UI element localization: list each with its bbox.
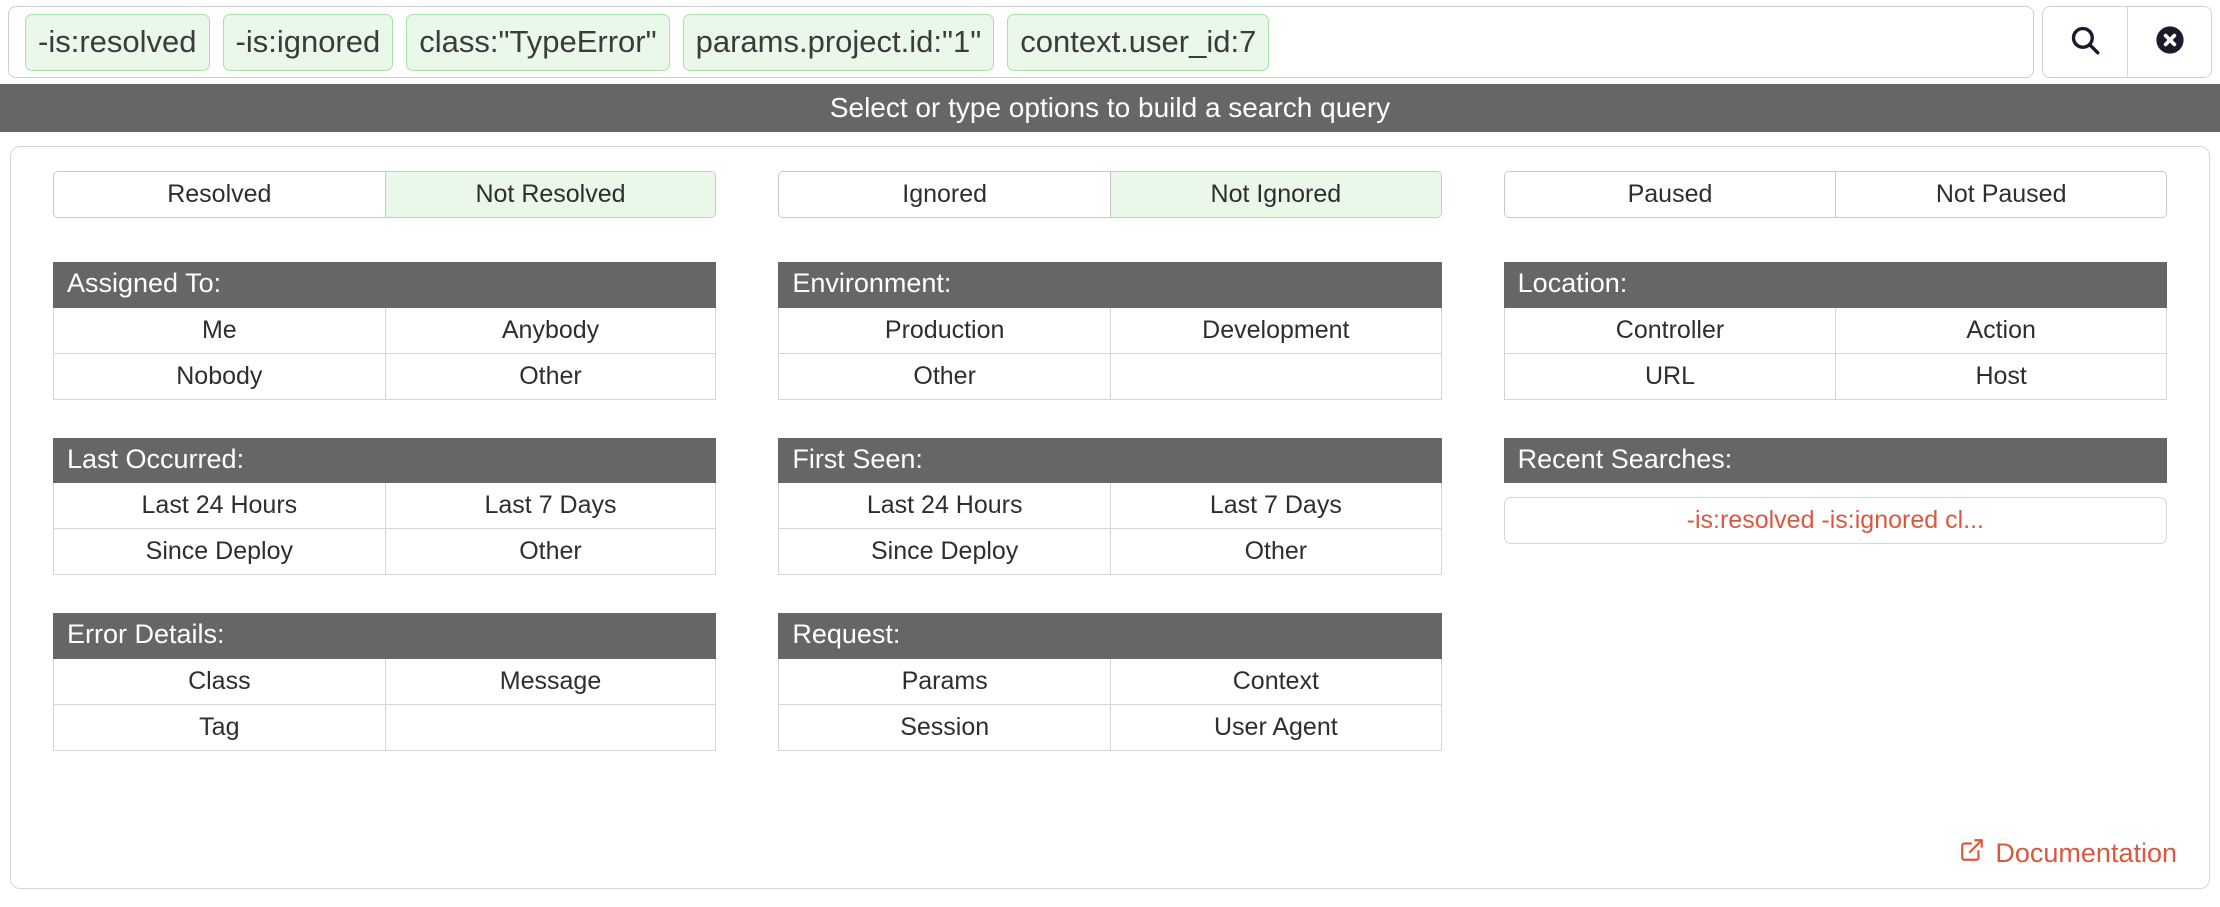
- section-recent-searches: Recent Searches: -is:resolved -is:ignored…: [1503, 437, 2167, 545]
- option-action[interactable]: Action: [1835, 307, 2166, 353]
- section-header: Environment:: [778, 262, 1442, 308]
- option-params[interactable]: Params: [779, 659, 1110, 705]
- option-since-deploy[interactable]: Since Deploy: [779, 529, 1110, 575]
- search-button[interactable]: [2043, 7, 2127, 77]
- toggle-ignored[interactable]: Ignored: [779, 172, 1110, 217]
- option-last-24-hours[interactable]: Last 24 Hours: [779, 483, 1110, 529]
- prompt-header: Select or type options to build a search…: [0, 84, 2220, 132]
- section-header: Last Occurred:: [53, 437, 717, 484]
- search-token[interactable]: class:"TypeError": [406, 13, 670, 71]
- option-controller[interactable]: Controller: [1504, 307, 1836, 353]
- search-token[interactable]: context.user_id:7: [1007, 13, 1270, 71]
- section-header: Recent Searches:: [1503, 437, 2167, 484]
- toggle-not-paused[interactable]: Not Paused: [1835, 172, 2166, 217]
- option-cell-empty: [1110, 353, 1441, 399]
- section-header: Location:: [1503, 262, 2167, 308]
- option-other[interactable]: Other: [1110, 529, 1441, 575]
- documentation-label: Documentation: [1995, 838, 2177, 868]
- option-last-24-hours[interactable]: Last 24 Hours: [54, 483, 385, 529]
- search-icon: [2068, 23, 2102, 62]
- external-link-icon: [1959, 837, 1985, 870]
- toggle-not-resolved[interactable]: Not Resolved: [384, 172, 716, 217]
- option-last-7-days[interactable]: Last 7 Days: [1110, 483, 1441, 529]
- option-user-agent[interactable]: User Agent: [1110, 705, 1441, 751]
- option-other[interactable]: Other: [384, 529, 716, 575]
- clear-search-button[interactable]: [2127, 7, 2211, 77]
- toggle-not-ignored[interactable]: Not Ignored: [1110, 172, 1441, 217]
- option-other[interactable]: Other: [779, 353, 1110, 399]
- option-tag[interactable]: Tag: [54, 705, 385, 751]
- clear-circle-icon: [2153, 23, 2187, 62]
- option-class[interactable]: Class: [54, 659, 385, 705]
- option-since-deploy[interactable]: Since Deploy: [54, 529, 385, 575]
- option-context[interactable]: Context: [1110, 659, 1441, 705]
- option-other[interactable]: Other: [384, 353, 716, 399]
- section-header: First Seen:: [778, 437, 1442, 484]
- option-cell-empty: [384, 705, 716, 751]
- toggle-paused[interactable]: Paused: [1504, 172, 1836, 217]
- toggle-resolved[interactable]: Resolved: [54, 172, 385, 217]
- recent-searches-list: -is:resolved -is:ignored cl...: [1503, 497, 2167, 545]
- documentation-link[interactable]: Documentation: [1959, 837, 2177, 870]
- option-message[interactable]: Message: [384, 659, 716, 705]
- search-token[interactable]: params.project.id:"1": [682, 13, 995, 71]
- section-header: Error Details:: [53, 613, 717, 660]
- search-token[interactable]: -is:ignored: [222, 13, 394, 71]
- option-session[interactable]: Session: [779, 705, 1110, 751]
- section-header: Request:: [778, 613, 1442, 660]
- option-url[interactable]: URL: [1504, 353, 1836, 399]
- grid-row: Other: [779, 352, 1441, 399]
- option-anybody[interactable]: Anybody: [384, 307, 716, 353]
- option-me[interactable]: Me: [54, 307, 385, 353]
- option-production[interactable]: Production: [779, 307, 1110, 353]
- search-token[interactable]: -is:resolved: [25, 13, 210, 71]
- recent-search-item[interactable]: -is:resolved -is:ignored cl...: [1503, 497, 2167, 545]
- search-buttons-group: [2042, 6, 2212, 78]
- option-development[interactable]: Development: [1110, 307, 1441, 353]
- option-host[interactable]: Host: [1835, 353, 2166, 399]
- grid-row: Tag: [54, 704, 716, 751]
- section-header: Assigned To:: [53, 262, 717, 308]
- option-last-7-days[interactable]: Last 7 Days: [384, 483, 716, 529]
- option-nobody[interactable]: Nobody: [54, 353, 385, 399]
